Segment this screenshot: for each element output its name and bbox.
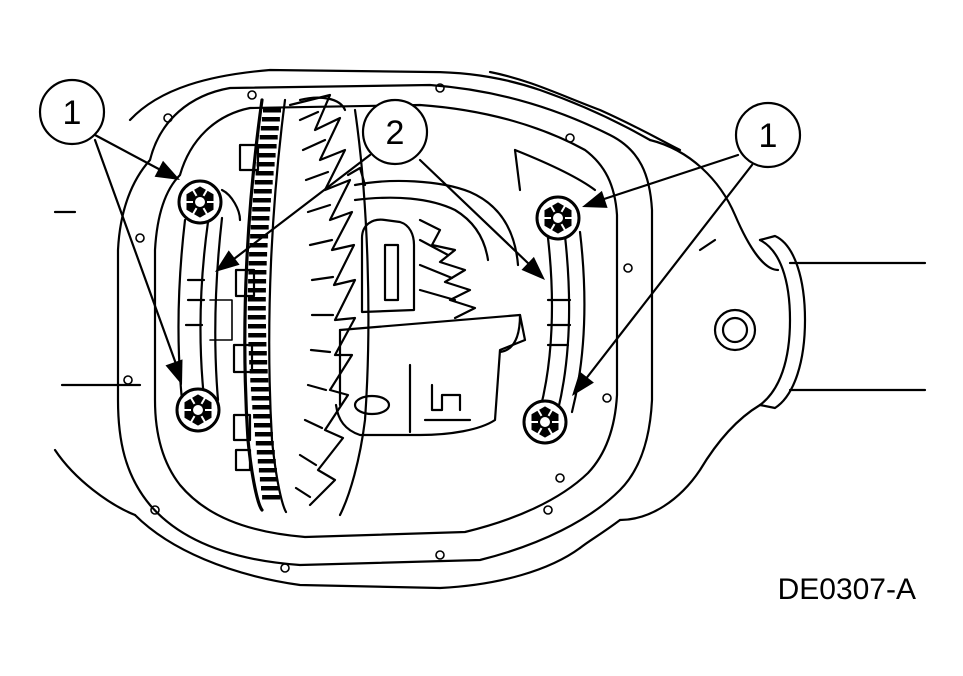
ring-gear-tooth <box>257 153 276 158</box>
ring-gear-tooth <box>262 495 281 500</box>
ring-gear-tooth <box>250 378 269 383</box>
callout-2: 2 <box>361 98 429 166</box>
ring-gear-tooth <box>248 261 267 266</box>
bolt-upper-left <box>177 179 223 225</box>
arrow-2-left <box>215 250 240 272</box>
svg-text:2: 2 <box>386 114 405 152</box>
ring-gear-tooth <box>251 396 270 401</box>
ring-gear-tooth <box>259 135 278 140</box>
arrow-1-upper-left <box>154 160 180 180</box>
ring-gear-tooth <box>247 288 266 293</box>
right-bearing-cap <box>513 148 597 414</box>
ring-gear-tooth <box>258 144 277 149</box>
ring-gear-tooth <box>251 216 270 221</box>
bearing-cap-bolts <box>175 179 581 445</box>
ring-gear-tooth <box>249 243 268 248</box>
ring-gear-bolts <box>232 143 260 472</box>
ring-gear-tooth <box>248 333 267 338</box>
ring-gear-tooth <box>249 360 268 365</box>
bolt-lower-left <box>175 387 221 433</box>
ring-gear-tooth <box>253 414 272 419</box>
arrow-2-right <box>521 256 545 280</box>
ring-gear-tooth <box>249 252 268 257</box>
ring-gear-tooth <box>247 315 266 320</box>
ring-gear-tooth <box>250 225 269 230</box>
arrow-1-upper-right <box>582 190 608 208</box>
ring-gear-teeth <box>247 108 281 500</box>
arrowheads <box>154 160 608 396</box>
ring-gear-tooth <box>255 171 274 176</box>
svg-text:1: 1 <box>759 117 778 155</box>
ring-gear-tooth <box>248 324 266 329</box>
differential-case <box>334 166 527 437</box>
svg-text:1: 1 <box>63 94 82 132</box>
bolt-lower-right <box>522 399 568 445</box>
ring-gear <box>243 93 370 517</box>
ring-gear-tooth <box>256 450 275 455</box>
ring-gear-tooth <box>257 459 276 464</box>
figure-id-label: DE0307-A <box>778 573 916 606</box>
ring-gear-tooth <box>250 387 269 392</box>
arrow-1-lower-left <box>165 359 183 385</box>
ring-gear-tooth <box>252 405 271 410</box>
ring-gear-tooth <box>248 270 267 275</box>
ring-gear-tooth <box>248 279 267 284</box>
ring-gear-tooth <box>258 468 277 473</box>
ring-gear-tooth <box>253 189 272 194</box>
ring-gear-tooth <box>263 108 281 113</box>
ring-gear-tooth <box>250 234 269 239</box>
callout-leaders <box>93 133 754 382</box>
ring-gear-tooth <box>259 477 278 482</box>
ring-gear-tooth <box>248 342 267 347</box>
ring-gear-tooth <box>247 297 266 302</box>
cover-flange <box>116 83 654 573</box>
ring-gear-tooth <box>261 117 280 122</box>
callout-1-left: 1 <box>38 78 106 146</box>
ring-gear-tooth <box>256 162 275 167</box>
ring-gear-tooth <box>249 369 268 374</box>
ring-gear-tooth <box>247 306 266 311</box>
bolt-upper-right <box>535 195 581 241</box>
callout-1-right: 1 <box>734 101 802 169</box>
ring-gear-tooth <box>254 432 273 437</box>
ring-gear-tooth <box>254 180 273 185</box>
axle-housing <box>53 68 927 590</box>
ring-gear-tooth <box>252 198 271 203</box>
ring-gear-tooth <box>260 126 279 131</box>
ring-gear-tooth <box>261 486 279 491</box>
arrow-1-lower-right <box>572 371 594 396</box>
flange-bolt-holes <box>123 83 633 573</box>
ring-gear-tooth <box>255 441 274 446</box>
ring-gear-tooth <box>254 423 272 428</box>
ring-gear-tooth <box>252 207 271 212</box>
ring-gear-tooth <box>248 351 267 356</box>
